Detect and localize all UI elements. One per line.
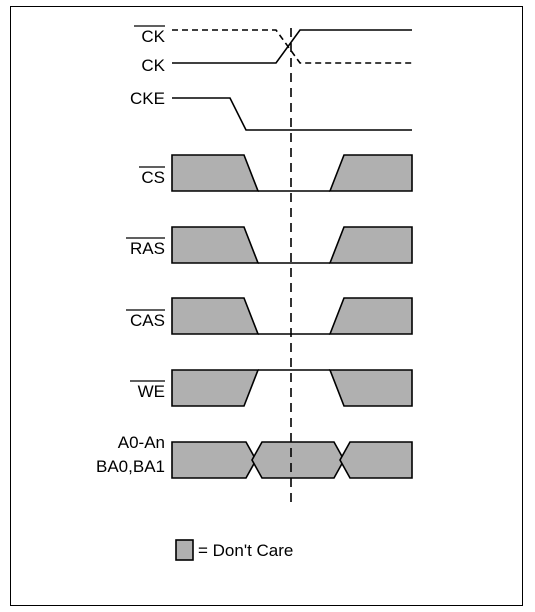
signal-label-cs: CS xyxy=(141,168,165,187)
valid-addr-window xyxy=(251,441,345,479)
diagram-frame xyxy=(10,6,523,606)
dont-care-addr-right xyxy=(339,441,413,479)
dont-care-cas-left xyxy=(171,297,260,335)
dont-care-ras-left xyxy=(171,226,260,264)
dont-care-cas-right xyxy=(328,297,413,335)
signal-label-ck: CK xyxy=(141,56,165,75)
waveform-ck xyxy=(172,29,412,64)
signal-label-we: WE xyxy=(138,382,165,401)
dont-care-cs-right xyxy=(328,154,413,192)
signal-label-cas: CAS xyxy=(130,311,165,330)
dont-care-addr-left xyxy=(171,441,257,479)
signal-label-ck-bar: CK xyxy=(141,27,165,46)
dont-care-we-right xyxy=(328,369,413,407)
legend-text: = Don't Care xyxy=(198,541,293,560)
dont-care-ras-right xyxy=(328,226,413,264)
legend-swatch xyxy=(175,539,194,561)
signal-label-addr-line1: A0-An xyxy=(118,433,165,452)
signal-label-ras: RAS xyxy=(130,239,165,258)
waveform-cke xyxy=(172,97,412,131)
dont-care-cs-left xyxy=(171,154,260,192)
signal-label-cke: CKE xyxy=(130,89,165,108)
signal-label-addr-line2: BA0,BA1 xyxy=(96,457,165,476)
dont-care-we-left xyxy=(171,369,260,407)
waveform-ck-bar xyxy=(172,29,412,64)
